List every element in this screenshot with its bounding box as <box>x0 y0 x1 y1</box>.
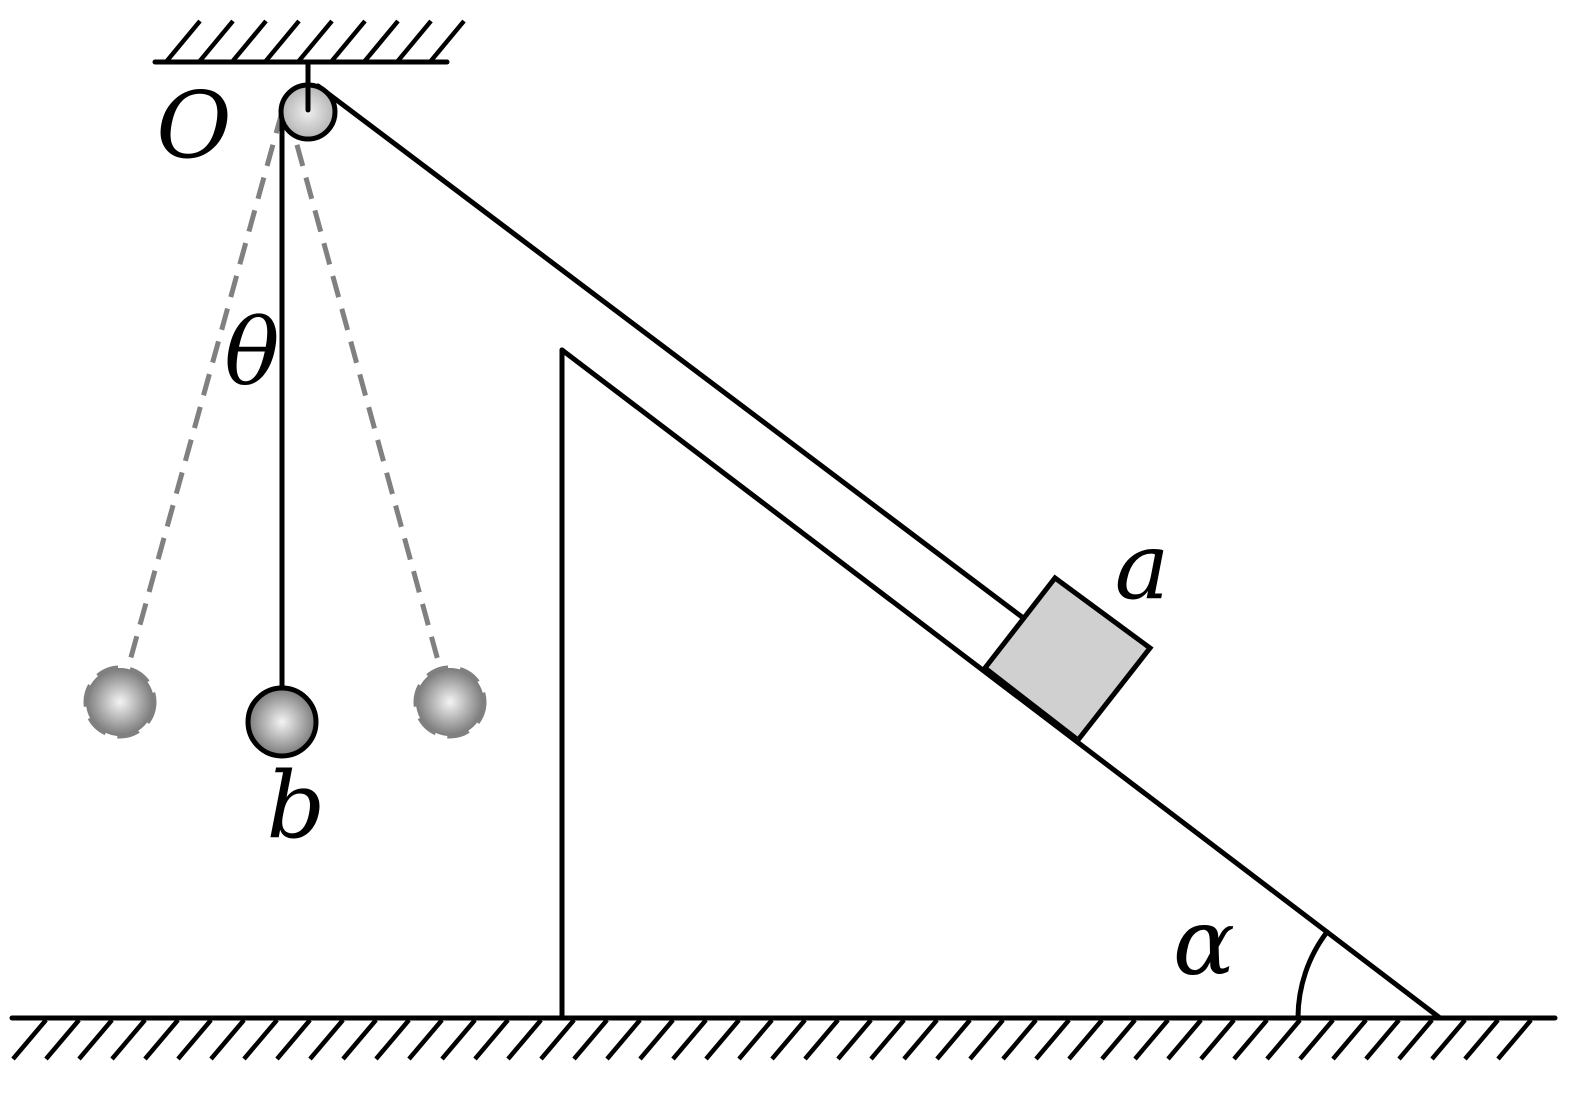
label-pivot-o: O <box>156 72 231 179</box>
pendulum-string-right-position <box>285 111 443 669</box>
ground-hatch-mark <box>1001 1018 1038 1061</box>
pendulum-string-left-position <box>125 111 285 669</box>
ground-hatch-mark <box>935 1018 972 1061</box>
ceiling-hatch-mark <box>164 19 202 64</box>
label-angle-alpha: α <box>1173 889 1235 996</box>
ground-hatch-mark <box>242 1018 279 1061</box>
ground-hatch-mark <box>1034 1018 1071 1061</box>
ceiling-hatch-mark <box>296 19 334 64</box>
ground-hatch-mark <box>1133 1018 1170 1061</box>
block-a <box>981 574 1154 744</box>
ground-hatch-mark <box>308 1018 345 1061</box>
ceiling <box>152 19 466 65</box>
ground-hatch-mark <box>1067 1018 1104 1061</box>
ground-hatch-mark <box>209 1018 246 1061</box>
angle-alpha-arc <box>1295 929 1330 1021</box>
ceiling-hatch-mark <box>395 19 433 64</box>
ceiling-hatch-mark <box>197 19 235 64</box>
ground-hatch-mark <box>737 1018 774 1061</box>
ground-hatch-mark <box>1199 1018 1236 1061</box>
ceiling-hatch-mark <box>362 19 400 64</box>
wedge-incline <box>559 347 1443 1021</box>
ground-hatch-mark <box>341 1018 378 1061</box>
label-angle-theta: θ <box>224 299 279 406</box>
ground-hatch-mark <box>704 1018 741 1061</box>
ceiling-hatching <box>164 19 466 64</box>
ground-hatch-mark <box>1298 1018 1335 1061</box>
ground-hatch-mark <box>1397 1018 1434 1061</box>
ground-hatch-mark <box>1430 1018 1467 1061</box>
ground-hatch-mark <box>1331 1018 1368 1061</box>
ground-hatch-mark <box>473 1018 510 1061</box>
ball-b <box>245 685 319 759</box>
ground <box>9 1015 1558 1061</box>
ground-hatch-mark <box>11 1018 48 1061</box>
ground-hatch-mark <box>77 1018 114 1061</box>
ground-hatch-mark <box>869 1018 906 1061</box>
ground-hatch-mark <box>110 1018 147 1061</box>
ground-hatch-mark <box>506 1018 543 1061</box>
ground-hatch-mark <box>407 1018 444 1061</box>
ground-hatch-mark <box>176 1018 213 1061</box>
ground-hatch-mark <box>44 1018 81 1061</box>
ground-hatch-mark <box>143 1018 180 1061</box>
rope-to-block <box>315 83 1025 620</box>
ball-right-position <box>413 665 487 739</box>
label-ball-b: b <box>267 752 326 859</box>
ground-hatch-mark <box>1232 1018 1269 1061</box>
ceiling-hatch-mark <box>428 19 466 64</box>
ground-hatch-mark <box>671 1018 708 1061</box>
ground-hatch-mark <box>572 1018 609 1061</box>
ground-hatch-mark <box>836 1018 873 1061</box>
ceiling-hatch-mark <box>230 19 268 64</box>
ceiling-hatch-mark <box>263 19 301 64</box>
ground-hatch-mark <box>1463 1018 1500 1061</box>
ground-hatch-mark <box>968 1018 1005 1061</box>
ground-hatch-mark <box>770 1018 807 1061</box>
ball-left-position <box>83 665 157 739</box>
ground-hatch-mark <box>803 1018 840 1061</box>
ground-hatch-mark <box>275 1018 312 1061</box>
ground-hatch-mark <box>374 1018 411 1061</box>
ceiling-hatch-mark <box>329 19 367 64</box>
ground-hatch-mark <box>539 1018 576 1061</box>
label-block-a: a <box>1115 513 1170 620</box>
wedge <box>559 347 1443 1021</box>
ground-hatching <box>11 1018 1533 1061</box>
ground-hatch-mark <box>1166 1018 1203 1061</box>
ground-hatch-mark <box>440 1018 477 1061</box>
ground-hatch-mark <box>902 1018 939 1061</box>
ground-hatch-mark <box>1496 1018 1533 1061</box>
ground-hatch-mark <box>605 1018 642 1061</box>
ground-hatch-mark <box>1364 1018 1401 1061</box>
ground-hatch-mark <box>1265 1018 1302 1061</box>
ground-hatch-mark <box>638 1018 675 1061</box>
ground-hatch-mark <box>1100 1018 1137 1061</box>
